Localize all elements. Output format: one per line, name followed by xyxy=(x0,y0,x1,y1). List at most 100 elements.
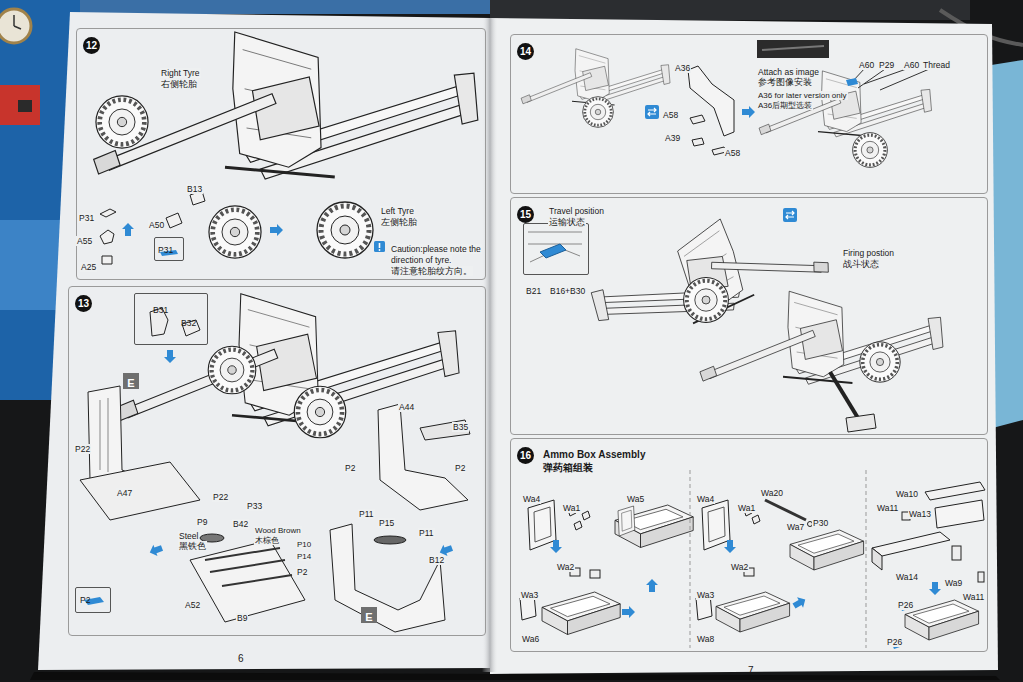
step-13-drawing xyxy=(294,386,346,438)
step-14-drawing xyxy=(583,97,614,128)
label-anchor: Wa3 xyxy=(696,584,715,602)
part-label: A58 xyxy=(724,148,741,158)
step-12-drawing xyxy=(96,96,148,148)
step-number: 13 xyxy=(75,295,92,312)
step-15-drawing xyxy=(684,278,729,323)
part-label: A60 xyxy=(903,60,920,70)
badge-letter: E xyxy=(123,375,139,391)
part-label: A60 xyxy=(858,60,875,70)
label-anchor: A39 xyxy=(664,127,681,145)
booklet-pages xyxy=(38,12,998,674)
part-label: P29 xyxy=(878,60,895,70)
step-12-drawing xyxy=(100,191,205,264)
badge-letter: E xyxy=(361,609,377,625)
label-anchor: P33 xyxy=(246,495,263,513)
step-number: 12 xyxy=(83,37,100,54)
step-16-drawing xyxy=(615,505,693,548)
label-anchor: Wa14 xyxy=(895,566,919,584)
label-anchor: Wa4 xyxy=(696,488,715,506)
text-anchor: 14 xyxy=(517,41,534,60)
step-14-drawing xyxy=(688,66,734,136)
part-label: Wa4 xyxy=(696,494,715,504)
step-13-drawing xyxy=(190,540,305,622)
label-anchor: A52 xyxy=(184,594,201,612)
label-anchor: Firing postion xyxy=(842,242,895,260)
part-label: P11 xyxy=(418,528,435,538)
label-anchor: Wa2 xyxy=(556,556,575,574)
step-16-drawing xyxy=(590,570,600,578)
step-15-drawing xyxy=(860,342,900,382)
label-anchor: P2 xyxy=(454,457,466,475)
step-14-drawing xyxy=(846,78,858,86)
label-anchor: B9 xyxy=(236,607,248,625)
label-anchor: B42 xyxy=(232,513,249,531)
step-12-drawing xyxy=(94,32,478,179)
booklet-pages xyxy=(38,12,490,670)
step-panel: B21B16+B3015 xyxy=(510,197,988,435)
label-anchor: A60 xyxy=(858,54,875,72)
step-number: 16 xyxy=(517,447,534,464)
label-anchor: Left Tyre xyxy=(380,200,415,218)
label-anchor: Wa4 xyxy=(522,488,541,506)
part-label: P31 xyxy=(78,213,95,223)
part-label: P2 xyxy=(296,567,308,577)
text-anchor: B16+B30 xyxy=(550,280,585,298)
step-16-drawing xyxy=(618,506,635,536)
step-14-drawing xyxy=(645,105,659,119)
part-label: A47 xyxy=(116,488,133,498)
step-16-drawing xyxy=(752,515,760,524)
step-15-drawing xyxy=(830,372,858,418)
step-13-drawing xyxy=(100,398,108,472)
step-12-drawing xyxy=(374,241,385,252)
step-13-drawing xyxy=(330,524,445,632)
step-panel: 16Ammo Box Assembly弹药箱组装 xyxy=(510,438,988,652)
step-16-drawing xyxy=(765,500,806,520)
step-14-drawing xyxy=(757,40,829,58)
page-number: 7 xyxy=(748,665,754,676)
step-13-drawing xyxy=(205,548,292,586)
part-label: B35 xyxy=(452,422,469,432)
text-anchor: 16 xyxy=(517,445,534,464)
part-label: P30 xyxy=(812,518,829,528)
step-16-drawing xyxy=(690,470,866,648)
part-number: B32 xyxy=(181,318,196,328)
photo-background xyxy=(14,15,21,29)
part-number: P2 xyxy=(80,595,90,605)
photo-background xyxy=(80,0,490,14)
part-label: A36后期型选装 xyxy=(757,101,813,110)
step-16-drawing xyxy=(542,592,620,635)
part-label: 参考图像安装 xyxy=(757,77,813,87)
label-anchor: B35 xyxy=(452,416,469,434)
label-anchor: A36 xyxy=(674,57,691,75)
part-label: A58 xyxy=(662,110,679,120)
part-label: Wa9 xyxy=(944,578,963,588)
step-16-drawing xyxy=(952,546,961,560)
sprue-badge: E xyxy=(123,373,139,389)
part-label: Attach as image xyxy=(757,67,820,77)
label-anchor: A58 xyxy=(662,104,679,122)
text-anchor: E xyxy=(123,373,139,391)
label-anchor: Wa1 xyxy=(562,497,581,515)
label-anchor: Wa11 xyxy=(962,586,985,604)
part-label: Wa13 xyxy=(908,509,932,519)
step-15-drawing xyxy=(700,291,943,384)
step-14-drawing xyxy=(762,46,824,50)
part-label: A36 xyxy=(674,63,691,73)
text-anchor: P2 xyxy=(80,589,90,607)
step-15-drawing xyxy=(783,208,797,222)
text-anchor: 7 xyxy=(748,660,754,678)
photo-background xyxy=(490,0,970,20)
part-label: Firing postion xyxy=(842,248,895,258)
label-anchor: Wa1 xyxy=(737,497,756,515)
text-anchor: B32 xyxy=(181,312,196,330)
label-anchor: P26 xyxy=(886,631,903,649)
step-13-drawing xyxy=(374,536,406,544)
step-13-drawing xyxy=(208,346,256,394)
label-anchor: P10 xyxy=(296,533,312,551)
label-anchor: Wa6 xyxy=(521,628,540,646)
step-16-drawing xyxy=(905,600,979,640)
label-anchor: P15 xyxy=(378,512,395,530)
label-anchor: Travel position xyxy=(548,200,605,218)
part-label: direction of tyre. xyxy=(390,255,452,265)
inset-box: P31 xyxy=(154,237,184,261)
